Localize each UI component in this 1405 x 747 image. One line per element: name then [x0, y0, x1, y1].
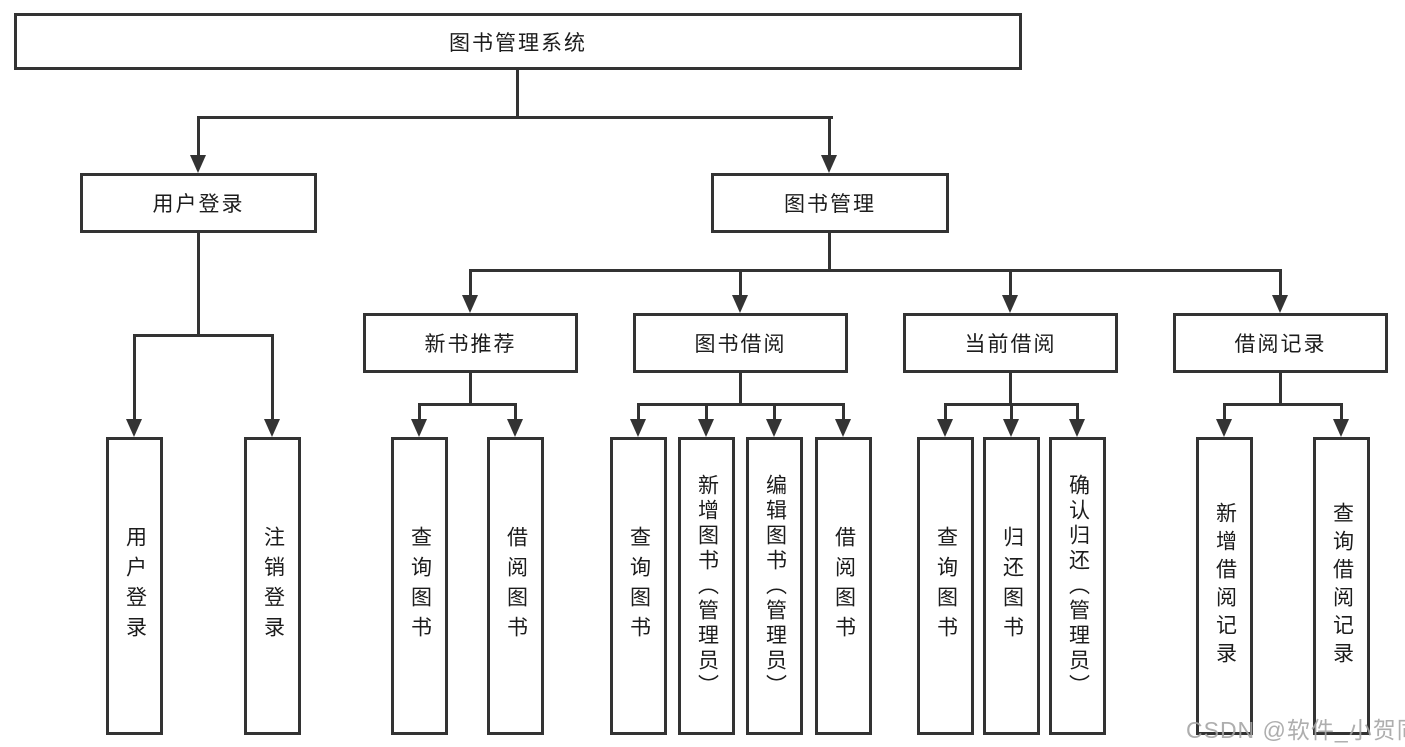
connector-line — [1340, 403, 1343, 421]
connector-arrow — [937, 419, 953, 437]
leaf-nb-borrow-books: 借阅图书 — [487, 437, 544, 735]
leaf-cb-query-books: 查询图书 — [917, 437, 974, 735]
connector-line — [418, 403, 517, 406]
leaf-label: 编辑图书（管理员） — [763, 473, 787, 699]
connector-arrow — [698, 419, 714, 437]
leaf-label: 查询图书 — [408, 526, 432, 646]
connector-line — [197, 116, 200, 158]
leaf-br-query-record: 查询借阅记录 — [1313, 437, 1370, 735]
connector-arrow — [1003, 419, 1019, 437]
leaf-bb-edit-books: 编辑图书（管理员） — [746, 437, 803, 735]
node-root: 图书管理系统 — [14, 13, 1022, 70]
connector-line — [469, 373, 472, 406]
connector-line — [739, 373, 742, 406]
connector-line — [271, 334, 274, 420]
connector-line — [828, 233, 831, 272]
connector-line — [514, 403, 517, 421]
connector-line — [1009, 373, 1012, 406]
connector-line — [469, 269, 472, 296]
csdn-watermark: CSDN @软件_小贺同学 — [1186, 717, 1405, 743]
connector-line — [1076, 403, 1079, 421]
leaf-bb-query-books: 查询图书 — [610, 437, 667, 735]
leaf-cb-return-books: 归还图书 — [983, 437, 1040, 735]
node-book-borrowing: 图书借阅 — [633, 313, 848, 373]
node-book-management: 图书管理 — [711, 173, 949, 233]
connector-arrow — [732, 295, 748, 313]
connector-arrow — [766, 419, 782, 437]
leaf-br-add-record: 新增借阅记录 — [1196, 437, 1253, 735]
connector-arrow — [264, 419, 280, 437]
node-borrowing-records: 借阅记录 — [1173, 313, 1388, 373]
connector-arrow — [507, 419, 523, 437]
connector-line — [1010, 403, 1013, 421]
connector-arrow — [1216, 419, 1232, 437]
connector-line — [1279, 269, 1282, 296]
connector-arrow — [1069, 419, 1085, 437]
connector-line — [842, 403, 845, 421]
connector-arrow — [630, 419, 646, 437]
leaf-label: 注销登录 — [261, 526, 285, 646]
leaf-label: 新增图书（管理员） — [695, 473, 719, 699]
connector-arrow — [190, 155, 206, 173]
connector-line — [133, 334, 274, 337]
leaf-label: 查询图书 — [934, 526, 958, 646]
connector-arrow — [821, 155, 837, 173]
connector-arrow — [462, 295, 478, 313]
connector-line — [773, 403, 776, 421]
connector-line — [133, 334, 136, 420]
leaf-bb-add-books: 新增图书（管理员） — [678, 437, 735, 735]
connector-line — [828, 116, 831, 158]
leaf-label: 查询借阅记录 — [1330, 502, 1354, 670]
leaf-label: 确认归还（管理员） — [1066, 473, 1090, 699]
node-current-borrowing: 当前借阅 — [903, 313, 1118, 373]
connector-line — [637, 403, 845, 406]
connector-arrow — [1272, 295, 1288, 313]
connector-line — [516, 67, 519, 119]
leaf-bb-borrow-books: 借阅图书 — [815, 437, 872, 735]
leaf-label: 查询图书 — [627, 526, 651, 646]
connector-line — [1223, 403, 1343, 406]
connector-line — [469, 269, 1282, 272]
leaf-logout: 注销登录 — [244, 437, 301, 735]
leaf-label: 用户登录 — [123, 526, 147, 646]
connector-arrow — [411, 419, 427, 437]
leaf-user-login: 用户登录 — [106, 437, 163, 735]
node-new-book-recommendation: 新书推荐 — [363, 313, 578, 373]
connector-arrow — [1333, 419, 1349, 437]
connector-arrow — [835, 419, 851, 437]
connector-line — [197, 116, 833, 119]
connector-line — [1279, 373, 1282, 406]
connector-line — [418, 403, 421, 421]
leaf-cb-confirm-return: 确认归还（管理员） — [1049, 437, 1106, 735]
connector-arrow — [126, 419, 142, 437]
connector-line — [1223, 403, 1226, 421]
leaf-label: 归还图书 — [1000, 526, 1024, 646]
leaf-label: 借阅图书 — [504, 526, 528, 646]
node-user-login: 用户登录 — [80, 173, 317, 233]
connector-line — [944, 403, 947, 421]
connector-line — [197, 233, 200, 337]
leaf-label: 借阅图书 — [832, 526, 856, 646]
connector-line — [739, 269, 742, 296]
leaf-label: 新增借阅记录 — [1213, 502, 1237, 670]
leaf-nb-query-books: 查询图书 — [391, 437, 448, 735]
connector-line — [1009, 269, 1012, 296]
connector-arrow — [1002, 295, 1018, 313]
connector-line — [705, 403, 708, 421]
connector-line — [637, 403, 640, 421]
